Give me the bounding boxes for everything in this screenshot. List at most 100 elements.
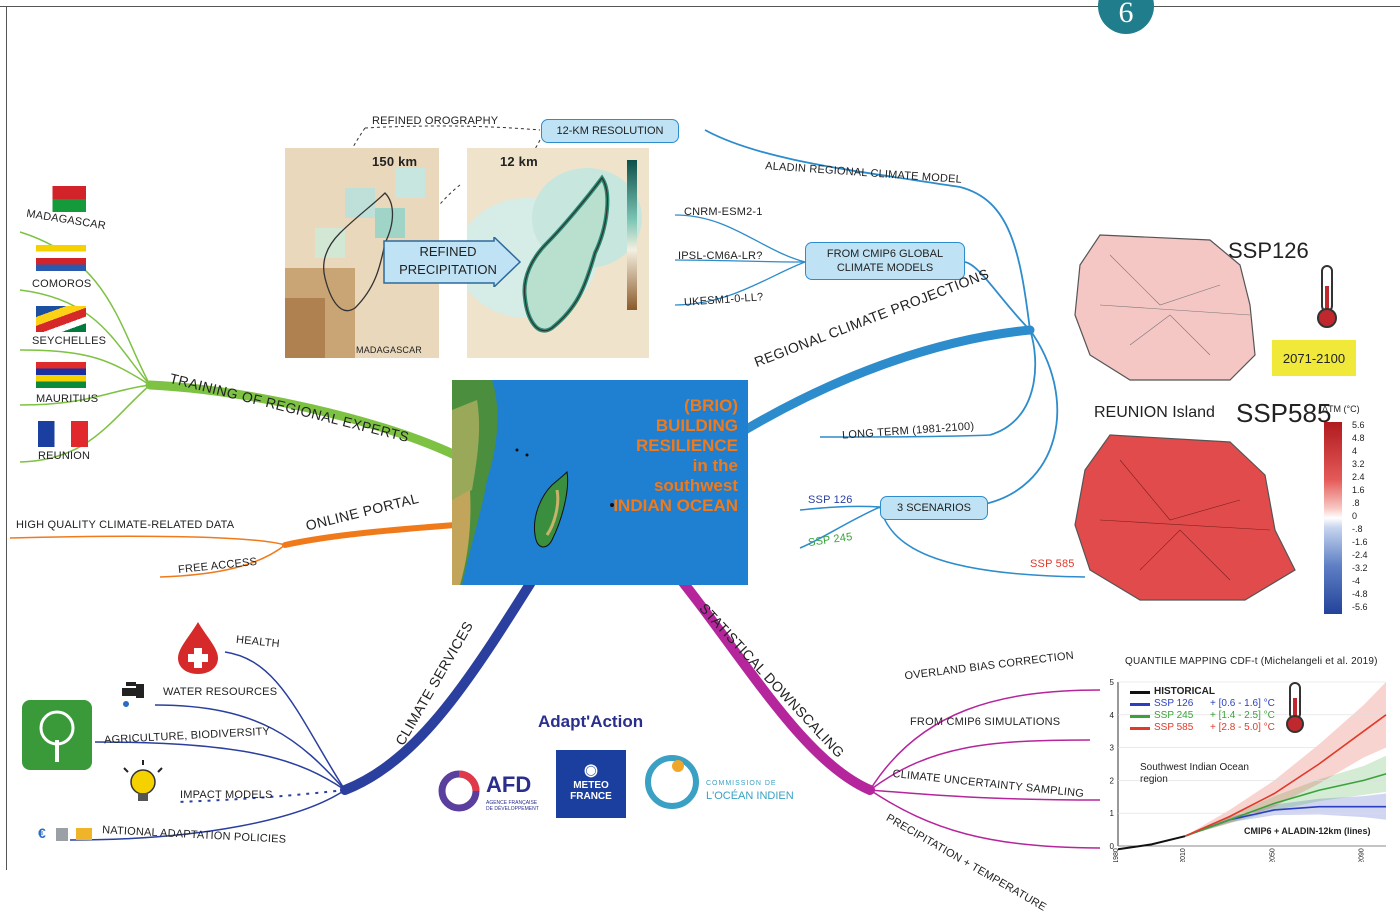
legend-tick: -4.8 <box>1352 589 1368 599</box>
region-line1: Southwest Indian Ocean <box>1140 762 1249 773</box>
afd-subtitle: AGENCE FRANÇAISE DE DÉVELOPPEMENT <box>486 800 539 812</box>
country-mauritius: MAURITIUS <box>36 393 99 405</box>
legend-ssp245: SSP 245 <box>1154 710 1194 721</box>
calculator-icon <box>56 828 68 841</box>
coi-line1: COMMISSION DE <box>706 780 777 787</box>
center-brio-box: (BRIO) BUILDING RESILIENCE in the southw… <box>452 380 748 585</box>
afd-logo-ring-icon <box>438 770 480 812</box>
refined-precipitation-text: REFINED PRECIPITATION <box>388 243 508 279</box>
afd-sub2: DE DÉVELOPPEMENT <box>486 806 539 812</box>
flag-comoros-icon <box>36 245 86 271</box>
impact-bulb-icon <box>123 760 163 801</box>
health-drop-icon <box>178 622 218 674</box>
ssp585-label: SSP 585 <box>1030 558 1075 570</box>
legend-ssp585-range: + [2.8 - 5.0] °C <box>1210 722 1275 733</box>
resolution-node: 12-KM RESOLUTION <box>541 119 679 143</box>
y-tick-label: 5 <box>1110 678 1115 687</box>
x-tick-label: 2090 <box>1359 848 1366 862</box>
y-tick-label: 0 <box>1110 842 1115 851</box>
country-comoros: COMOROS <box>32 278 92 290</box>
legend-row-ssp585: SSP 585 + [2.8 - 5.0] °C <box>1130 722 1275 734</box>
afd-sub1: AGENCE FRANÇAISE <box>486 800 538 806</box>
series-line-ssp585 <box>1184 714 1387 837</box>
refined-precip-line1: REFINED <box>419 244 477 259</box>
label-150km: 150 km <box>372 154 418 169</box>
chart-footer: CMIP6 + ALADIN-12km (lines) <box>1244 826 1371 836</box>
center-line-4: in the <box>692 456 738 475</box>
center-line-5: southwest <box>653 476 738 495</box>
afd-logo: AFD <box>486 772 532 797</box>
folder-icon <box>76 828 92 840</box>
legend-tick: -3.2 <box>1352 563 1368 573</box>
flag-reunion-icon <box>38 421 88 447</box>
euro-icon: € <box>38 825 46 841</box>
country-reunion: REUNION <box>38 450 91 462</box>
legend-tick: .8 <box>1352 498 1360 508</box>
uncertainty-band-ssp245 <box>1185 755 1386 837</box>
center-line-1: (BRIO) <box>684 396 738 415</box>
reunion-map-ssp126 <box>1074 234 1256 381</box>
legend-title: ΔTM (°C) <box>1322 404 1360 414</box>
gcm-node: FROM CMIP6 GLOBAL CLIMATE MODELS <box>805 242 965 280</box>
ssp126-title: SSP126 <box>1228 238 1309 263</box>
legend-tick: 4.8 <box>1352 433 1365 443</box>
portal-item-data: HIGH QUALITY CLIMATE-RELATED DATA <box>16 519 235 531</box>
center-title: (BRIO) BUILDING RESILIENCE in the southw… <box>538 396 738 516</box>
meteo-line1: METEO <box>573 780 609 791</box>
page-number-badge: 6 <box>1098 0 1154 34</box>
chart-thermometer-icon <box>1286 682 1304 733</box>
x-tick-label: 2050 <box>1269 848 1276 862</box>
downscaling-cmip6: FROM CMIP6 SIMULATIONS <box>910 716 1061 728</box>
legend-tick: -2.4 <box>1352 550 1368 560</box>
coi-logo-icon <box>645 755 699 809</box>
y-tick-label: 3 <box>1110 744 1115 753</box>
gcm-node-line2: CLIMATE MODELS <box>836 262 934 274</box>
scenarios-node: 3 SCENARIOS <box>880 496 988 520</box>
flag-seychelles-icon <box>36 306 86 332</box>
legend-row-ssp126: SSP 126+ [0.6 - 1.6] °C <box>1130 698 1275 710</box>
legend-tick: -.8 <box>1352 524 1363 534</box>
legend-ssp126-range: + [0.6 - 1.6] °C <box>1210 698 1275 709</box>
page-frame-top <box>0 6 1400 7</box>
ssp126-label: SSP 126 <box>808 494 853 506</box>
series-line-ssp245 <box>1184 773 1387 837</box>
water-tap-icon <box>122 682 144 707</box>
legend-ssp245-range: + [1.4 - 2.5] °C <box>1210 710 1275 721</box>
label-12km: 12 km <box>500 154 538 169</box>
legend-tick: -5.6 <box>1352 602 1368 612</box>
thermometer-icon <box>1317 265 1337 328</box>
page-frame-left <box>6 6 7 870</box>
legend-row-historical: HISTORICAL <box>1130 686 1275 698</box>
refined-precipitation-arrow <box>383 237 522 287</box>
legend-tick: 5.6 <box>1352 420 1365 430</box>
meteo-france-logo: ◉ METEO FRANCE <box>556 750 626 818</box>
center-line-6: INDIAN OCEAN <box>613 496 738 515</box>
service-impact-models: IMPACT MODELS <box>180 789 273 801</box>
chart-region-label: Southwest Indian Ocean region <box>1140 762 1249 786</box>
coi-line2: L'OCÉAN INDIEN <box>706 790 794 802</box>
y-tick-label: 2 <box>1110 776 1115 785</box>
refined-orography-label: REFINED OROGRAPHY <box>372 115 499 127</box>
series-line-historical <box>1117 835 1186 851</box>
country-seychelles: SEYCHELLES <box>32 335 107 347</box>
legend-tick: 4 <box>1352 446 1358 456</box>
flag-mauritius-icon <box>36 362 86 388</box>
legend-ssp585: SSP 585 <box>1154 722 1194 733</box>
reunion-island-label: REUNION Island <box>1094 404 1215 421</box>
uncertainty-band-ssp126 <box>1185 793 1386 837</box>
map-150km <box>285 148 439 358</box>
meteo-line2: FRANCE <box>570 791 612 802</box>
period-highlight: 2071-2100 <box>1272 340 1356 376</box>
region-line2: region <box>1140 774 1168 785</box>
legend-historical: HISTORICAL <box>1154 686 1215 697</box>
center-line-2: BUILDING <box>655 416 738 435</box>
gcm-2: IPSL-CM6A-LR? <box>678 250 763 262</box>
refined-precip-line2: PRECIPITATION <box>399 262 497 277</box>
quantile-label: QUANTILE MAPPING CDF-t (Michelangeli et … <box>1125 656 1378 667</box>
service-water: WATER RESOURCES <box>163 686 278 698</box>
madagascar-map-label: MADAGASCAR <box>356 345 423 355</box>
adaptaction-logo: Adapt'Action <box>538 712 644 731</box>
legend-tick: 1.6 <box>1352 485 1365 495</box>
chart-legend: HISTORICAL SSP 126+ [0.6 - 1.6] °C SSP 2… <box>1130 686 1275 734</box>
legend-tick: 3.2 <box>1352 459 1365 469</box>
